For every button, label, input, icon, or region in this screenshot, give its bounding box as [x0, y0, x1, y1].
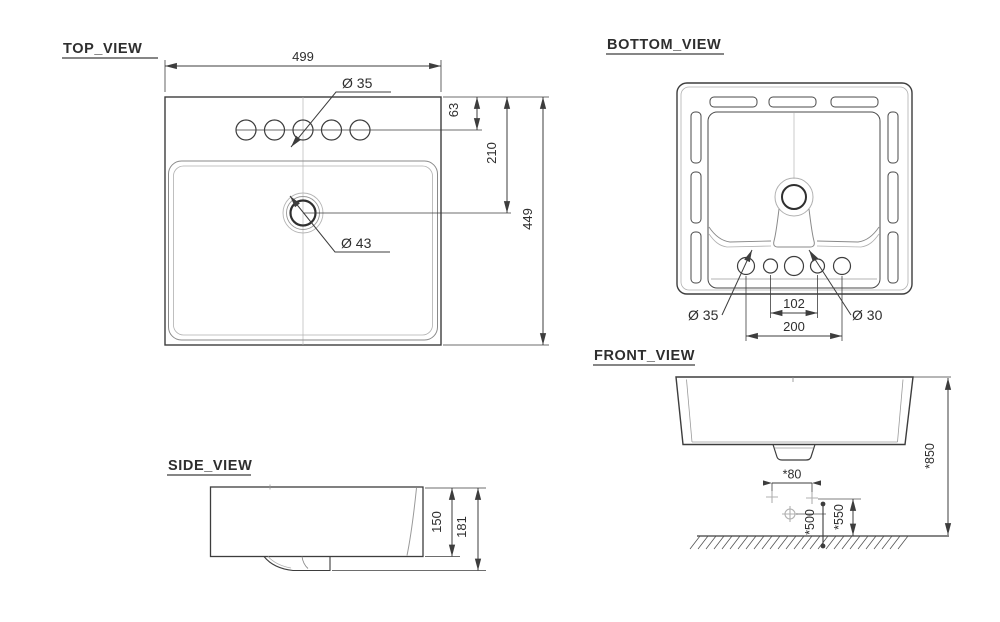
faucet-hole-2 [263, 119, 286, 141]
side-view-body-outline [209, 486, 424, 558]
dim-181-value: 181 [454, 516, 469, 538]
front-view: FRONT_VIEW *80 *500 *550 *850 [593, 348, 952, 550]
side-view: SIDE_VIEW 150 181 [167, 458, 486, 572]
dim-200-value: 200 [783, 319, 805, 334]
dim-500-value: *500 [803, 509, 817, 535]
front-inner-wall-left [686, 379, 693, 443]
bottom-view-recess-panel [707, 111, 881, 289]
bottom-view-title: BOTTOM_VIEW [607, 37, 721, 53]
bottom-hole-right-label: Ø 30 [852, 307, 883, 323]
mount-slot-right-1 [887, 111, 899, 164]
drain-outlet-cross [782, 506, 798, 522]
dim-80-value: *80 [783, 468, 802, 482]
front-view-body-outline [675, 376, 914, 446]
top-view: TOP_VIEW Ø 35 Ø 43 499 63 210 449 [62, 41, 549, 346]
mount-slot-top-3 [830, 96, 879, 108]
dim-depth-value: 449 [520, 208, 535, 230]
mount-slot-top-1 [709, 96, 758, 108]
mount-slot-right-2 [887, 171, 899, 224]
basin-bottom-curve-right-1 [816, 226, 880, 243]
dim-80-arrow-left [763, 480, 772, 486]
bolt-hole-5 [832, 256, 852, 276]
basin-bottom-curve-right-2 [816, 233, 880, 248]
dim-150-value: 150 [429, 511, 444, 533]
front-view-title: FRONT_VIEW [594, 348, 695, 364]
mount-slot-top-2 [768, 96, 817, 108]
supply-point-cross-right [806, 492, 818, 504]
dim-80-arrow-right [812, 480, 821, 486]
basin-bottom-curve-left-2 [708, 233, 772, 248]
ground-hatch [689, 535, 909, 550]
bottom-view: BOTTOM_VIEW Ø 35 Ø 30 [606, 37, 913, 341]
side-trap-outline [263, 556, 331, 572]
leader-hole-diameter [290, 91, 391, 148]
faucet-hole-1 [235, 119, 257, 141]
faucet-hole-5 [349, 119, 371, 141]
dim-drain-offset-value: 210 [484, 142, 499, 164]
drain-diameter-label: Ø 43 [341, 235, 372, 251]
leader-bottom-hole-right [808, 249, 852, 316]
faucet-hole-3 [292, 119, 314, 141]
dim-102-value: 102 [783, 296, 805, 311]
top-view-basin-outer [168, 160, 438, 341]
dim-550-value: *550 [832, 504, 846, 530]
top-view-basin-inner [173, 165, 433, 336]
mount-slot-left-3 [690, 231, 702, 284]
mount-slot-left-2 [690, 171, 702, 224]
bolt-hole-2 [762, 258, 779, 274]
dim-850-value: *850 [923, 443, 937, 469]
bottom-drain-hole [781, 184, 807, 210]
side-trap-inner-curve [267, 556, 292, 569]
mount-slot-right-3 [887, 231, 899, 284]
leader-drain-diameter [289, 195, 390, 253]
mount-slot-left-1 [690, 111, 702, 164]
leader-bottom-hole-left [721, 249, 753, 316]
faucet-hole-4 [320, 119, 343, 141]
bolt-hole-1 [736, 256, 756, 276]
bottom-view-outer-inner-edge [680, 86, 909, 291]
side-view-title: SIDE_VIEW [168, 458, 252, 474]
side-trap-divider [301, 556, 309, 569]
bottom-hole-left-label: Ø 35 [688, 307, 719, 323]
bottom-drain-boss-ring [774, 177, 814, 217]
bottom-drain-stem [773, 208, 815, 248]
dim-hole-offset-value: 63 [446, 103, 461, 117]
side-inner-wall-curve [406, 487, 417, 556]
top-view-title: TOP_VIEW [63, 41, 142, 57]
bottom-view-outer-body [676, 82, 913, 295]
hole-diameter-label: Ø 35 [342, 75, 373, 91]
front-inner-wall-right [897, 379, 904, 443]
supply-point-cross-left [766, 491, 778, 503]
bolt-hole-3 [783, 255, 805, 277]
front-drain-boss [772, 444, 816, 461]
dim-width-value: 499 [292, 49, 314, 64]
basin-bottom-curve-left-1 [708, 226, 772, 243]
